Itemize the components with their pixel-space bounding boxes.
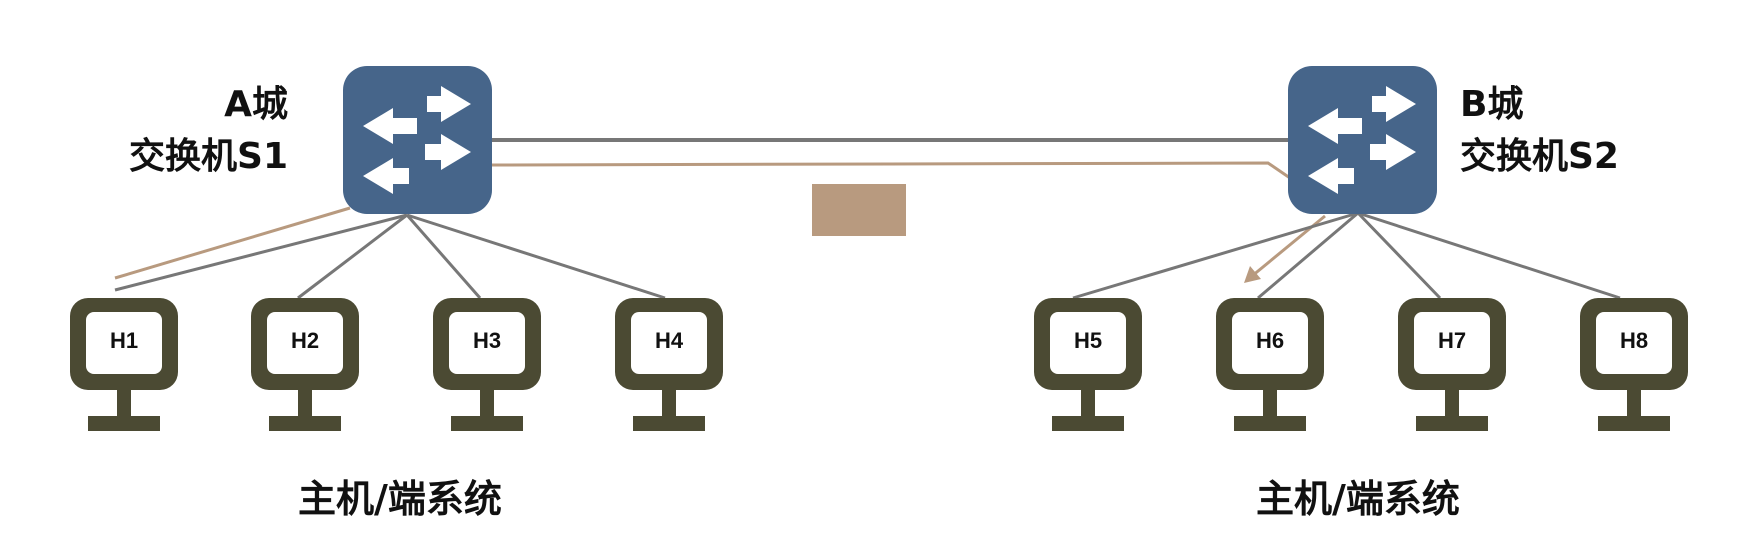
switch-s1 [343, 66, 492, 214]
monitor-screen [1050, 312, 1126, 374]
monitor-screen [267, 312, 343, 374]
host-h1: H1 [70, 298, 178, 431]
hosts: H1 H2 H3 H4 H5 H6 H7 H8 [70, 298, 1688, 431]
host-label: H6 [1256, 328, 1284, 353]
monitor-base [1416, 416, 1488, 431]
host-h8: H8 [1580, 298, 1688, 431]
links [114, 138, 1621, 300]
monitor-stand [1445, 390, 1459, 418]
host-label: H7 [1438, 328, 1466, 353]
host-label: H5 [1074, 328, 1102, 353]
monitor-screen [631, 312, 707, 374]
monitor-stand [117, 390, 131, 418]
monitor-base [1598, 416, 1670, 431]
host-h5: H5 [1034, 298, 1142, 431]
monitor-stand [480, 390, 494, 418]
host-label: H3 [473, 328, 501, 353]
switch-arrows-icon [363, 86, 471, 194]
monitor-base [451, 416, 523, 431]
monitor-base [1052, 416, 1124, 431]
monitor-screen [86, 312, 162, 374]
host-h2: H2 [251, 298, 359, 431]
switch-body [1288, 66, 1437, 214]
switch-body [343, 66, 492, 214]
monitor-stand [1263, 390, 1277, 418]
host-h4: H4 [615, 298, 723, 431]
switch-arrows-icon [1308, 86, 1416, 194]
host-h7: H7 [1398, 298, 1506, 431]
monitor-screen [1232, 312, 1308, 374]
link-s2-h8 [1357, 211, 1621, 300]
monitor-base [88, 416, 160, 431]
host-h6: H6 [1216, 298, 1324, 431]
monitor-screen [1596, 312, 1672, 374]
packet-block [812, 184, 906, 236]
monitor-stand [662, 390, 676, 418]
monitor-base [633, 416, 705, 431]
monitor-screen [449, 312, 525, 374]
host-h3: H3 [433, 298, 541, 431]
host-label: H1 [110, 328, 138, 353]
monitor-stand [1081, 390, 1095, 418]
link-s2-h5 [1072, 211, 1359, 300]
switch-s2 [1288, 66, 1437, 214]
link-s2-h7 [1356, 211, 1442, 300]
host-label: H4 [655, 328, 684, 353]
data-path-arrowhead [1244, 266, 1261, 283]
monitor-stand [1627, 390, 1641, 418]
switch-s1-name: 交换机S1 [129, 135, 288, 177]
monitor-base [269, 416, 341, 431]
link-s1-h4 [406, 213, 666, 300]
data-path-h1 [114, 206, 351, 280]
monitor-stand [298, 390, 312, 418]
switch-s2-name: 交换机S2 [1460, 135, 1619, 177]
group-caption-left: 主机/端系统 [298, 477, 502, 521]
group-caption-right: 主机/端系统 [1256, 477, 1460, 521]
monitor-screen [1414, 312, 1490, 374]
monitor-base [1234, 416, 1306, 431]
link-s1-h2 [297, 213, 408, 300]
switch-s1-city: A城 [224, 84, 288, 125]
link-s1-h3 [405, 214, 482, 299]
switch-s2-city: B城 [1460, 84, 1523, 125]
host-label: H2 [291, 328, 319, 353]
link-s1-h1 [114, 213, 408, 292]
data-path [491, 161, 1291, 180]
link-s2-h6 [1257, 211, 1359, 300]
host-label: H8 [1620, 328, 1648, 353]
